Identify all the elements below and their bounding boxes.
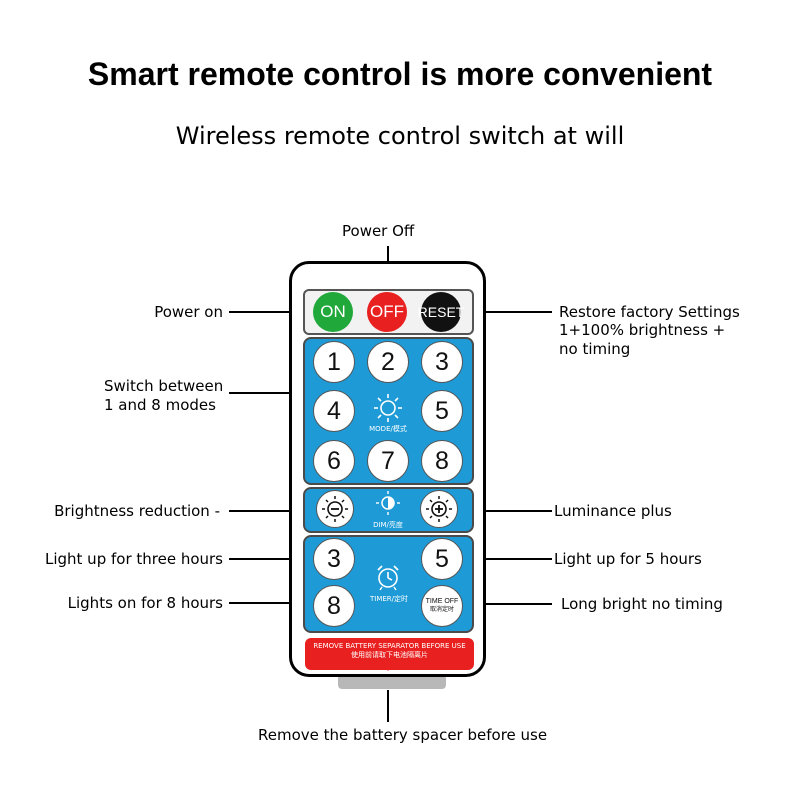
page-subtitle: Wireless remote control switch at will <box>175 122 625 150</box>
page-title: Smart remote control is more convenient <box>87 56 713 92</box>
dim-icon <box>375 490 401 516</box>
timer-5-button[interactable]: 5 <box>421 538 463 580</box>
mode-8-button[interactable]: 8 <box>421 440 463 482</box>
label-restore-3: no timing <box>559 340 631 358</box>
time-off-button[interactable]: TIME OFF 取消定时 <box>421 585 463 627</box>
battery-warning-strip: REMOVE BATTERY SEPARATOR BEFORE USE 使用前请… <box>305 638 474 670</box>
mode-sun-icon <box>372 392 404 424</box>
reset-button[interactable]: RESET <box>418 292 464 332</box>
mode-2-button[interactable]: 2 <box>367 341 409 383</box>
timer-8-button[interactable]: 8 <box>313 585 355 627</box>
mode-5-button[interactable]: 5 <box>421 390 463 432</box>
label-restore-1: Restore factory Settings <box>559 303 740 321</box>
time-off-label-cn: 取消定时 <box>429 606 454 613</box>
label-restore-2: 1+100% brightness + <box>559 321 726 339</box>
mode-6-button[interactable]: 6 <box>313 440 355 482</box>
label-switch-1: Switch between <box>104 377 224 395</box>
arrow-down-icon <box>383 664 393 671</box>
alarm-clock-icon <box>374 563 402 591</box>
mode-4-button[interactable]: 4 <box>313 390 355 432</box>
label-battery-spacer: Remove the battery spacer before use <box>258 726 548 744</box>
label-luminance-plus: Luminance plus <box>554 502 672 520</box>
label-eight-hours: Lights on for 8 hours <box>67 594 223 612</box>
time-off-label-en: TIME OFF <box>425 598 459 605</box>
label-power-off: Power Off <box>342 222 415 240</box>
on-button[interactable]: ON <box>313 292 353 332</box>
warning-text-en: REMOVE BATTERY SEPARATOR BEFORE USE <box>313 642 466 650</box>
label-switch-2: 1 and 8 modes <box>104 396 216 414</box>
brightness-minus-icon <box>322 496 348 522</box>
timer-3-button[interactable]: 3 <box>313 538 355 580</box>
timer-label: TIMER/定时 <box>369 595 409 603</box>
mode-7-button[interactable]: 7 <box>367 440 409 482</box>
warning-text-cn: 使用前请取下电池隔离片 <box>351 651 428 659</box>
brightness-plus-icon <box>426 496 452 522</box>
label-power-on: Power on <box>154 303 223 321</box>
battery-spacer-tab[interactable] <box>338 677 446 689</box>
mode-1-button[interactable]: 1 <box>313 341 355 383</box>
mode-label: MODE/模式 <box>369 425 407 433</box>
label-long-bright: Long bright no timing <box>561 595 723 613</box>
label-three-hours: Light up for three hours <box>44 550 223 568</box>
brightness-plus-button[interactable] <box>420 490 458 528</box>
label-brightness-reduction: Brightness reduction - <box>54 502 220 520</box>
off-button[interactable]: OFF <box>367 292 407 332</box>
brightness-minus-button[interactable] <box>316 490 354 528</box>
mode-3-button[interactable]: 3 <box>421 341 463 383</box>
dim-label: DIM/亮度 <box>373 521 403 529</box>
label-five-hours: Light up for 5 hours <box>554 550 702 568</box>
